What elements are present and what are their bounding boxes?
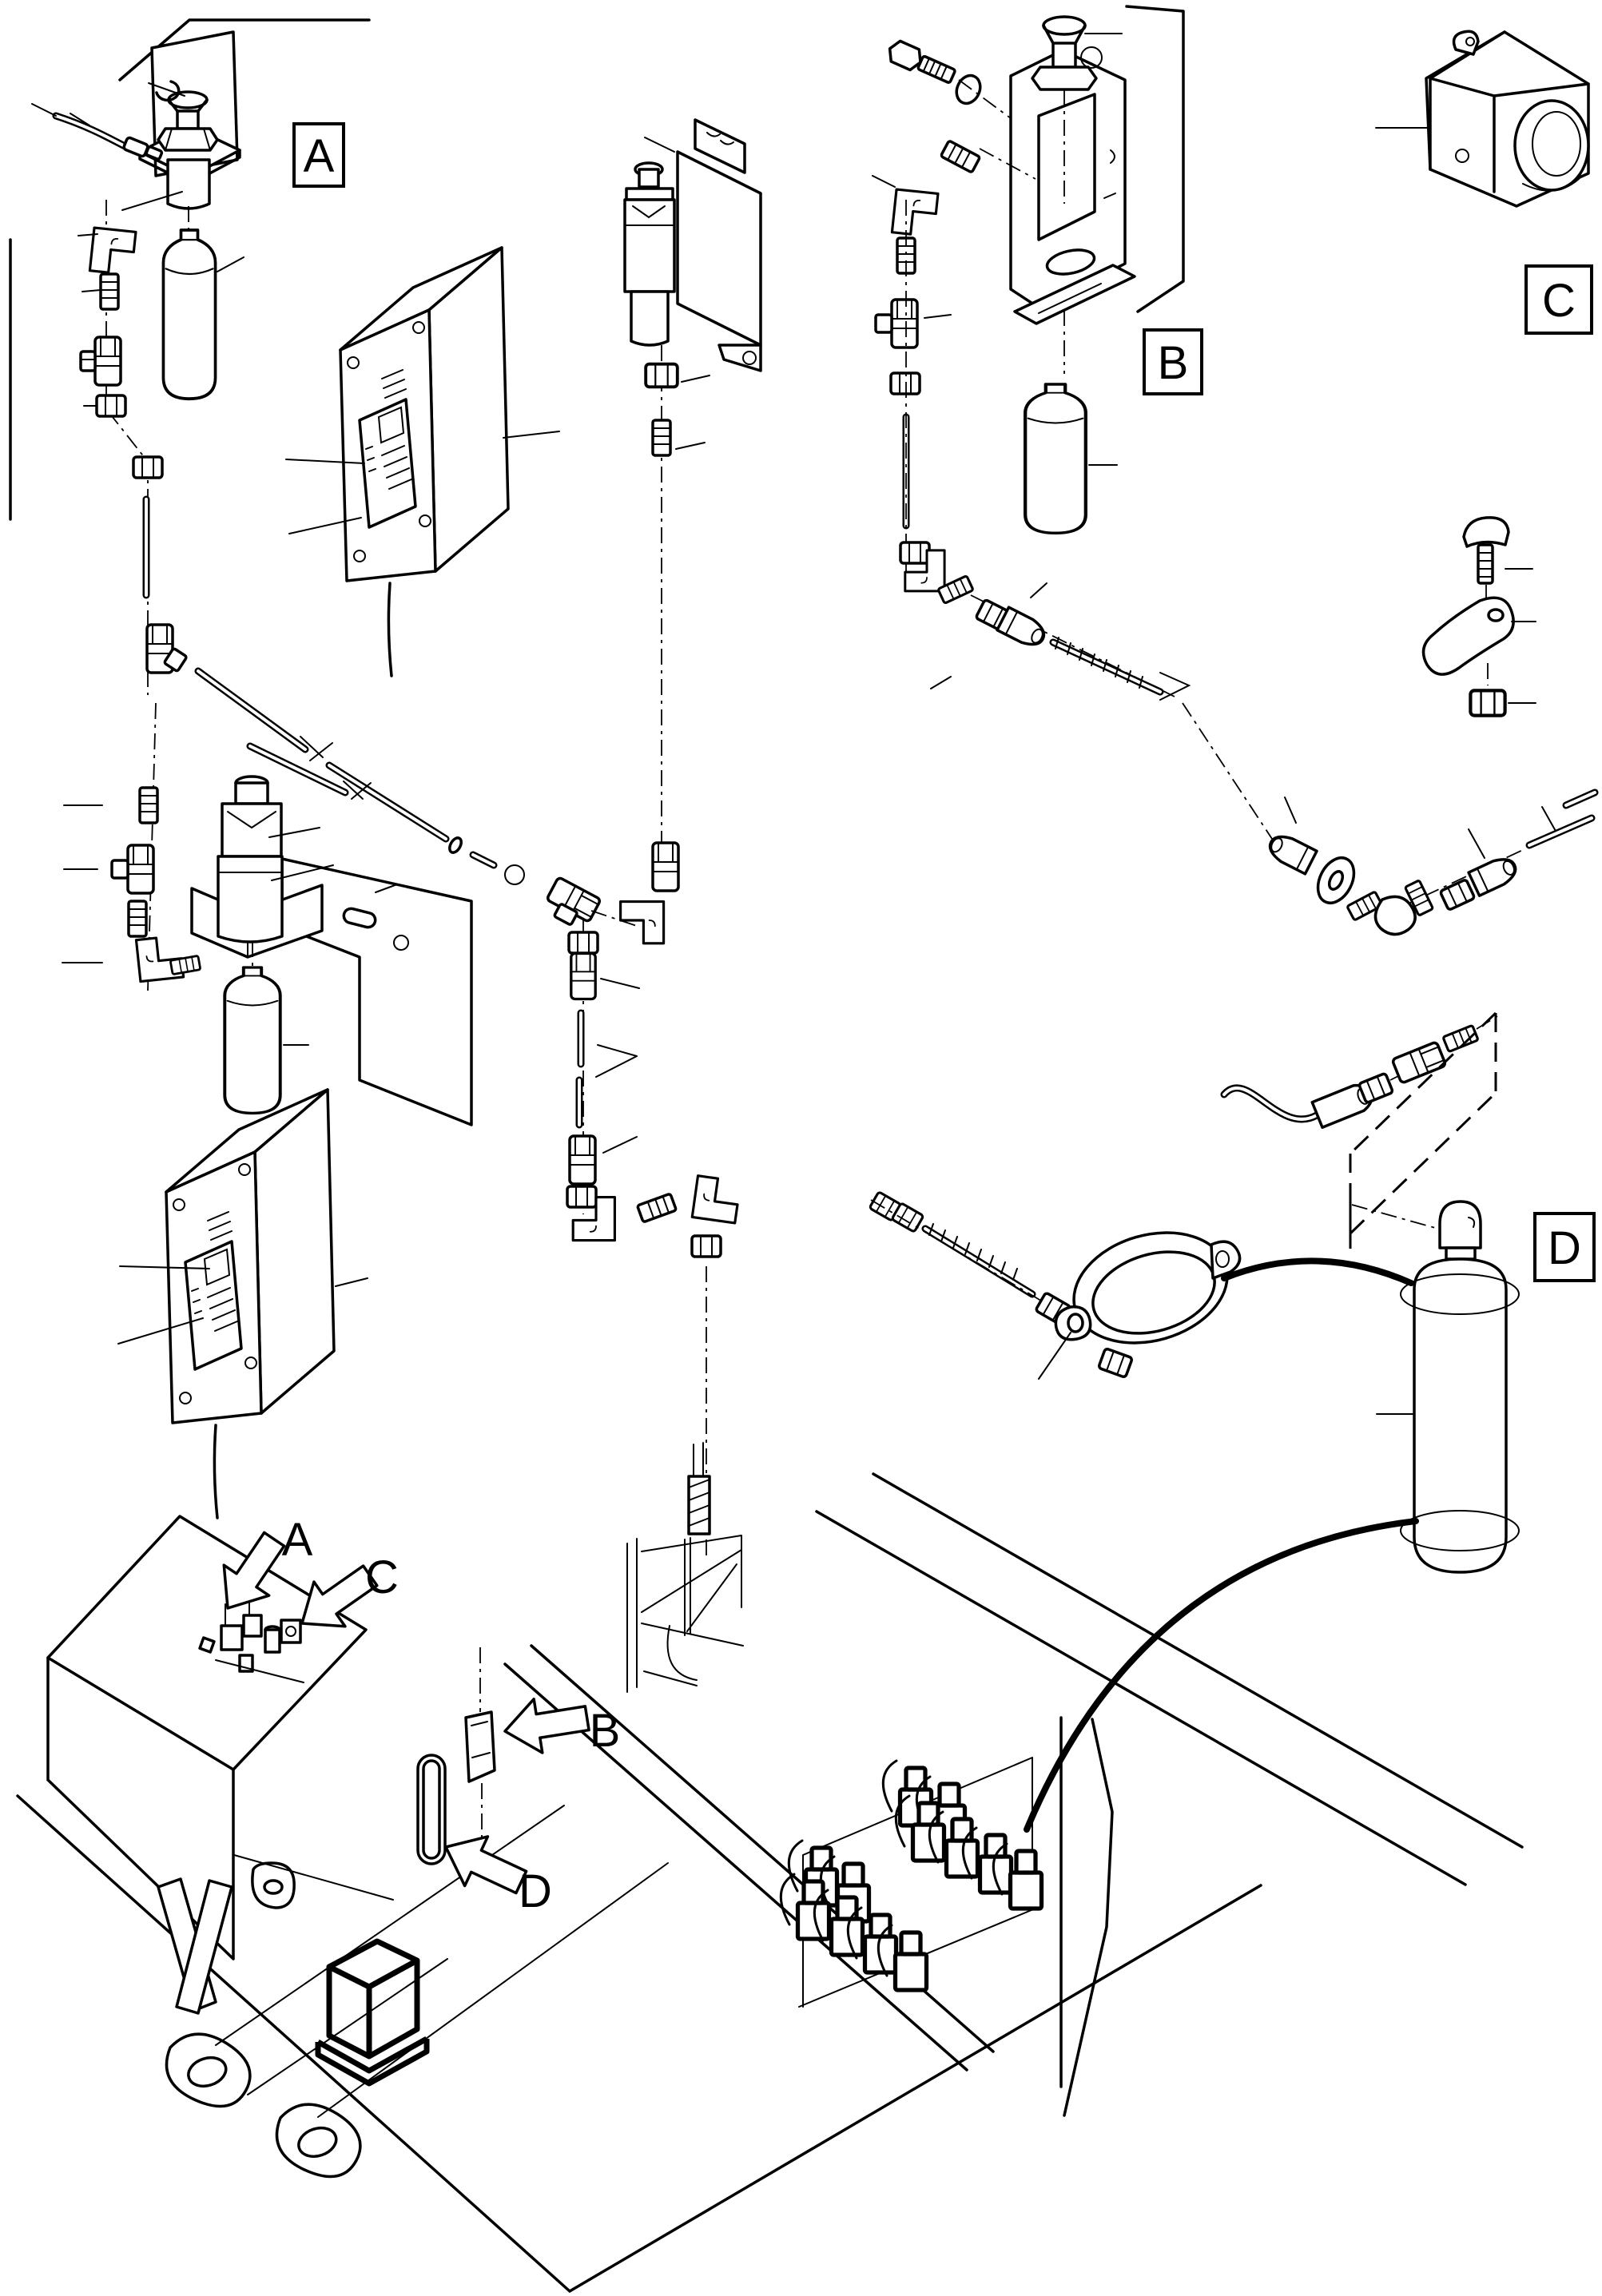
callout-c-box	[1524, 264, 1593, 335]
assembly-c: C	[1375, 30, 1593, 335]
swing-arc-bottom	[1024, 1518, 1419, 1833]
control-valve-bank	[781, 1757, 1041, 2008]
actuator-cluster	[198, 1597, 304, 1683]
wing-bolt	[1462, 516, 1510, 585]
location-arrow-d-label: D	[519, 1865, 552, 1917]
location-arrow-a	[222, 1531, 286, 1610]
callout-c: C	[1524, 264, 1593, 335]
callout-d: D	[1533, 1212, 1596, 1282]
swing-arc-top	[1221, 1257, 1414, 1286]
horn-unit	[1425, 30, 1590, 208]
location-arrow-c-label: C	[365, 1551, 399, 1603]
frame-context-lines	[9, 5, 1185, 521]
assembly-b: B	[872, 15, 1599, 936]
control-box-2	[165, 1088, 336, 1519]
p-clamp	[1421, 596, 1515, 676]
callout-b-box	[1143, 328, 1203, 395]
b-fitting-chain	[872, 139, 1599, 936]
retainer-clip	[155, 80, 181, 102]
sealing-washer	[1316, 856, 1356, 904]
location-arrow-a-label: A	[282, 1514, 313, 1566]
callout-d-box	[1533, 1212, 1596, 1282]
plunger-actuator-b	[1031, 15, 1103, 91]
panel-tube	[246, 742, 372, 800]
location-arrow-b	[503, 1698, 590, 1754]
suppressant-cylinder	[1349, 1200, 1520, 1574]
valve-bracket	[676, 150, 762, 347]
callout-b: B	[1143, 328, 1203, 395]
location-arrow-b-label: B	[590, 1705, 621, 1757]
callout-a-box	[292, 122, 345, 188]
threaded-rod	[1049, 637, 1191, 701]
location-arrow-d	[444, 1835, 528, 1895]
cab-window-frame	[626, 1442, 744, 1693]
washer	[955, 73, 982, 105]
discharge-hose	[1220, 1015, 1498, 1129]
cylinder-cage	[315, 1938, 430, 2087]
machine-view: A C B D	[16, 1442, 1524, 2293]
location-arrow-c	[300, 1564, 379, 1628]
gas-bottle-b	[1025, 384, 1086, 533]
threaded-elbow	[1346, 879, 1435, 936]
firing-cable	[31, 103, 164, 161]
cylinder-clamp-band	[868, 1190, 1242, 1380]
reference-plane	[1349, 1011, 1497, 1246]
callout-b-label: B	[1158, 337, 1189, 389]
fitting-chain	[62, 191, 202, 991]
crossover-tube	[194, 667, 525, 885]
center-valve-assembly	[545, 118, 762, 1558]
clamp-nut	[1470, 690, 1505, 715]
gas-bottle	[161, 228, 217, 401]
boom-mount	[157, 1805, 669, 2179]
c-bracket	[1009, 49, 1136, 325]
actuator-body	[166, 158, 211, 210]
solenoid-valve	[623, 161, 676, 347]
center-fitting-chain	[545, 841, 742, 1558]
callout-a-label: A	[304, 130, 335, 182]
callout-c-label: C	[1542, 275, 1576, 327]
callout-d-label: D	[1548, 1222, 1581, 1274]
handrail-loop	[416, 1754, 447, 1865]
control-box-1	[339, 246, 510, 677]
mid-actuator-assembly	[117, 742, 473, 1519]
cylinder-valve-cap	[1438, 1200, 1482, 1249]
assembly-a: A	[31, 30, 560, 991]
gas-bottle-2	[223, 966, 282, 1115]
mount-bolt	[888, 39, 956, 84]
b-mount-plate	[464, 1647, 496, 1847]
machine-structure	[16, 1472, 1524, 2293]
assembly-d: D	[868, 516, 1596, 1833]
actuator-cylinder	[217, 775, 284, 943]
callout-a: A	[292, 122, 345, 188]
